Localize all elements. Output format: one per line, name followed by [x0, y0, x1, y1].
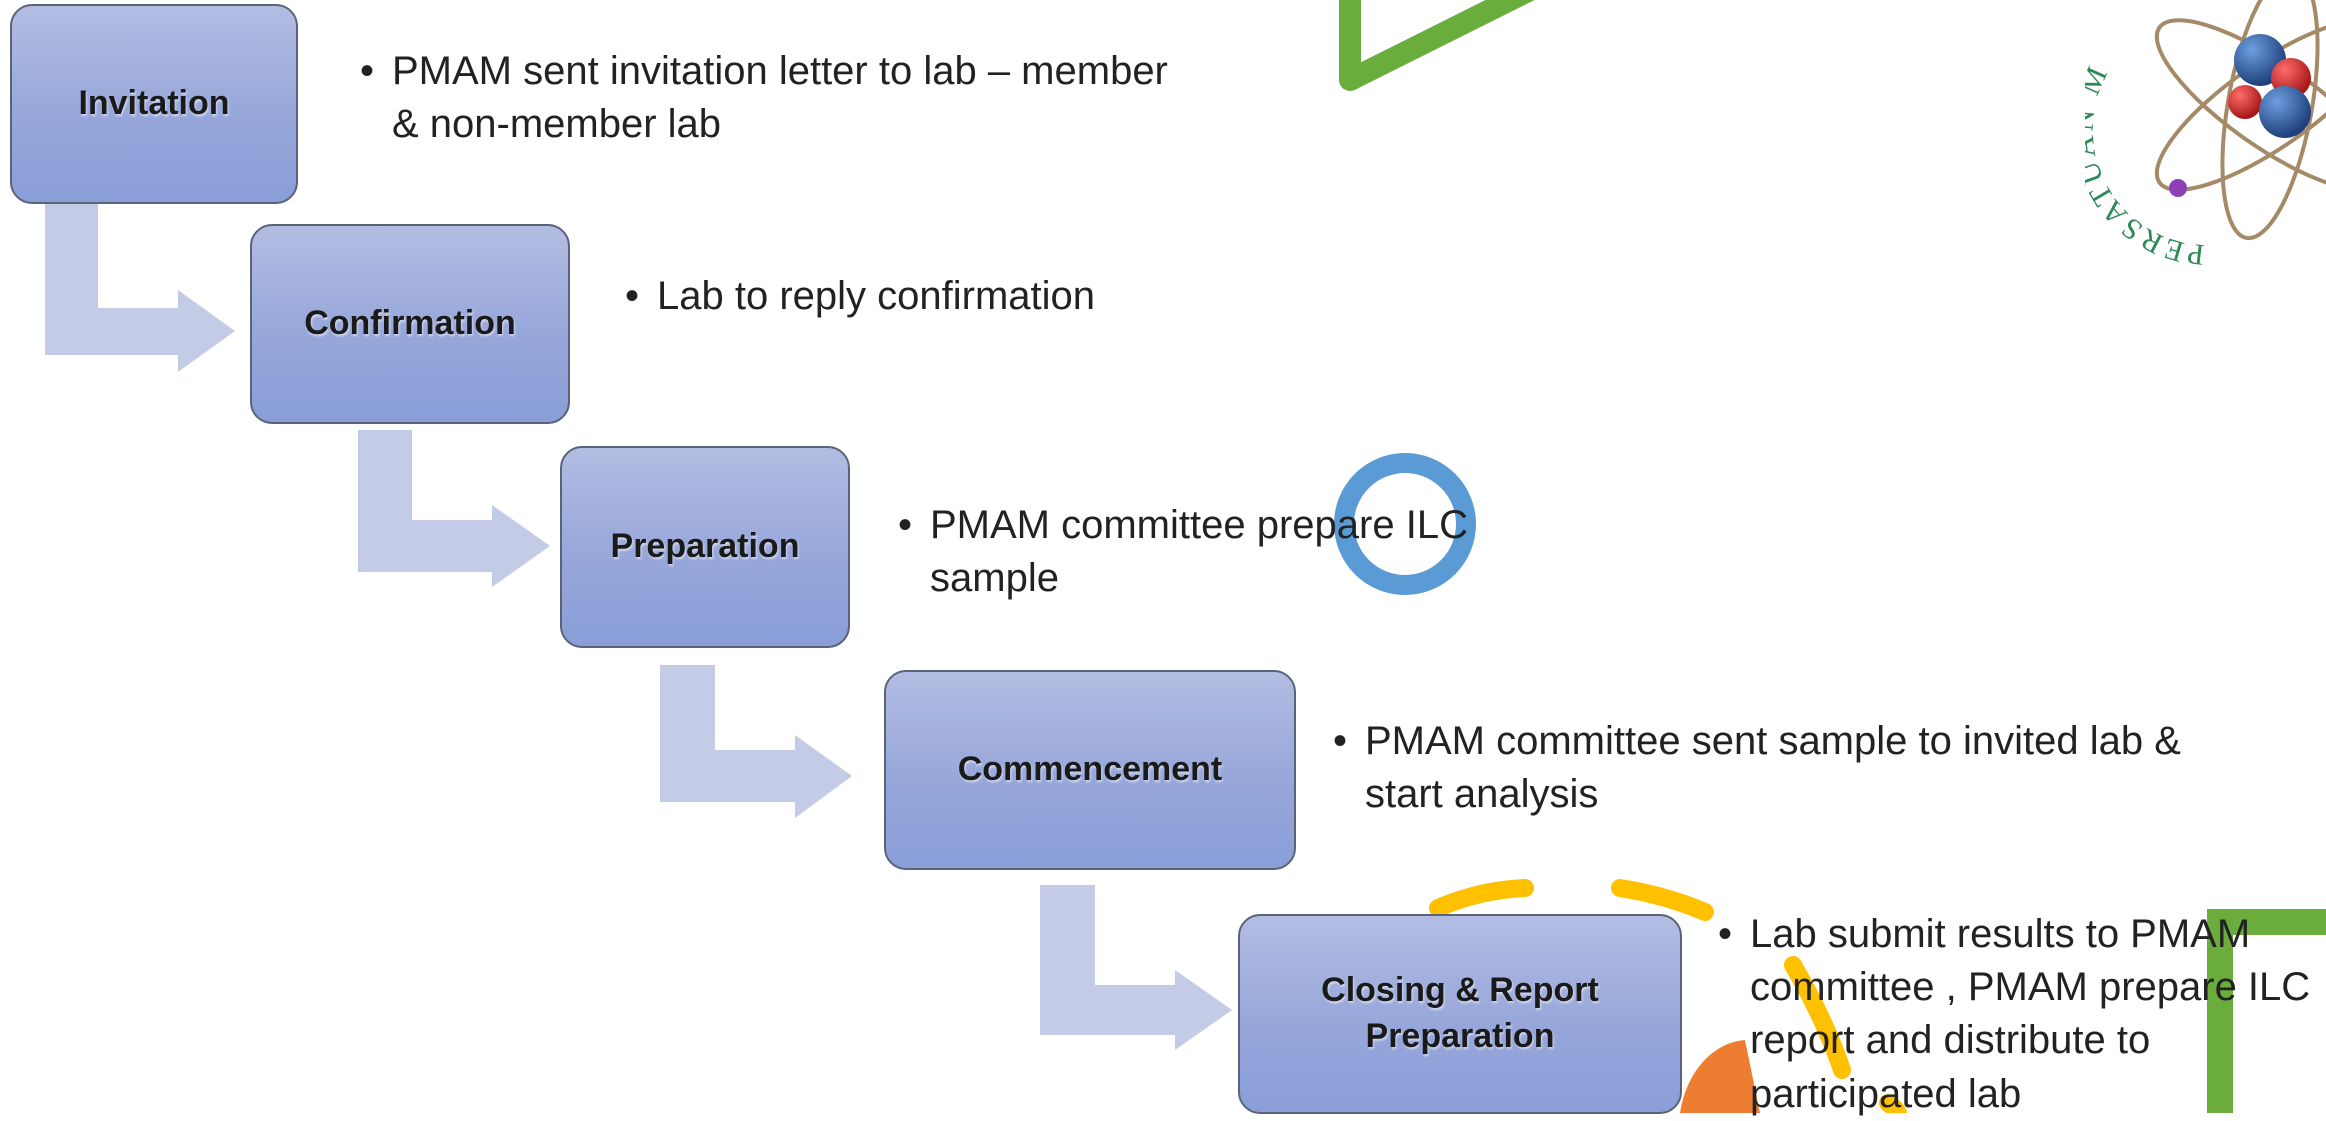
step-preparation: Preparation — [560, 446, 850, 648]
logo-text: PERSATUAN MA — [2085, 0, 2203, 270]
step-description-preparation: PMAM committee prepare ILC sample — [898, 499, 1590, 605]
step-commencement: Commencement — [884, 670, 1296, 870]
svg-text:PERSATUAN MA: PERSATUAN MA — [2085, 0, 2206, 270]
step-description-invitation: PMAM sent invitation letter to lab – mem… — [360, 45, 1172, 151]
step-confirmation: Confirmation — [250, 224, 570, 424]
step-label: Preparation — [610, 527, 800, 566]
step-description-commencement: PMAM committee sent sample to invited la… — [1333, 715, 2265, 821]
step-description-confirmation: Lab to reply confirmation — [625, 270, 1357, 323]
step-closing-report-preparation: Closing & Report Preparation — [1238, 914, 1682, 1114]
arrow-preparation-to-commencement — [660, 665, 852, 818]
step-label: Confirmation — [304, 304, 516, 343]
step-label: Closing & Report Preparation — [1321, 971, 1599, 1055]
step-invitation: Invitation — [10, 4, 298, 204]
arrow-confirmation-to-preparation — [358, 430, 550, 587]
step-label: Commencement — [957, 750, 1223, 789]
green-triangle-shape — [1339, 0, 1535, 91]
arrow-commencement-to-closing — [1040, 885, 1232, 1050]
step-description-closing: Lab submit results to PMAM committee , P… — [1718, 908, 2326, 1121]
step-label: Invitation — [78, 84, 230, 123]
organization-logo: PERSATUAN MA — [2085, 0, 2326, 270]
arrow-invitation-to-confirmation — [45, 200, 235, 372]
